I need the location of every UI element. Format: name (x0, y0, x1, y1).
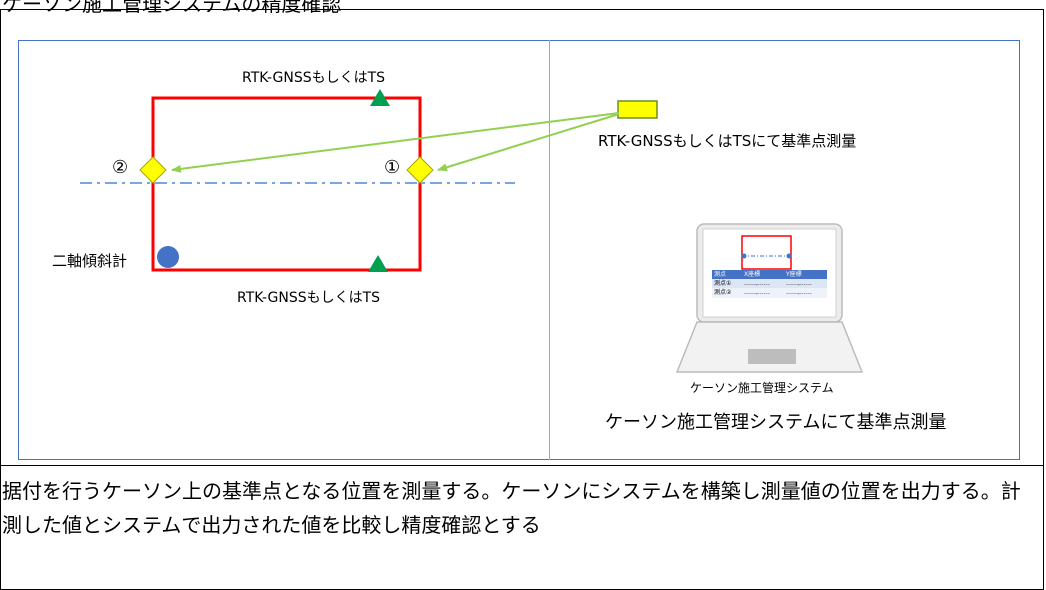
screen-table-header (712, 270, 827, 279)
survey-line-to-point-1 (437, 113, 620, 172)
gnss-label-bottom: RTK-GNSSもしくはTS (237, 290, 381, 306)
section-divider (0, 465, 1043, 466)
laptop-caption: ケーソン施工管理システム (690, 381, 834, 395)
diagram-frame (18, 40, 1020, 460)
screen-row2-point: 測点② (714, 289, 732, 296)
point-1-label: ① (384, 157, 401, 178)
screen-row1-y: ……,…… (786, 280, 812, 287)
base-survey-label: RTK-GNSSもしくはTSにて基準点測量 (598, 132, 857, 150)
laptop-illustration (675, 223, 864, 373)
screen-row2-y: ……,…… (786, 289, 812, 296)
screen-row1-x: ……,…… (744, 280, 770, 287)
base-point-1 (406, 156, 434, 184)
screen-row2-x: ……,…… (744, 289, 770, 296)
survey-line-to-point-2 (171, 112, 620, 173)
screen-header-x: X座標 (744, 271, 761, 278)
caisson-outline (151, 96, 422, 272)
page-title: ケーソン施工管理システムの精度確認 (2, 0, 342, 16)
tilt-meter-marker (157, 246, 179, 268)
gnss-marker-bottom (368, 255, 388, 272)
system-survey-label: ケーソン施工管理システムにて基準点測量 (605, 412, 947, 433)
screen-caisson-outline (741, 235, 792, 270)
screen-header-y: Y座標 (786, 271, 802, 278)
screen-header-point: 測点 (714, 271, 727, 278)
tilt-meter-label: 二軸傾斜計 (52, 252, 128, 270)
screen-row1-point: 測点① (714, 280, 732, 287)
survey-instrument (617, 100, 658, 119)
diagram-center-divider (549, 40, 550, 460)
gnss-marker-top (370, 89, 390, 106)
base-point-2 (139, 156, 167, 184)
gnss-label-top: RTK-GNSSもしくはTS (242, 70, 386, 86)
description-text: 据付を行うケーソン上の基準点となる位置を測量する。ケーソンにシステムを構築し測量… (2, 479, 1021, 537)
point-2-label: ② (112, 157, 129, 178)
